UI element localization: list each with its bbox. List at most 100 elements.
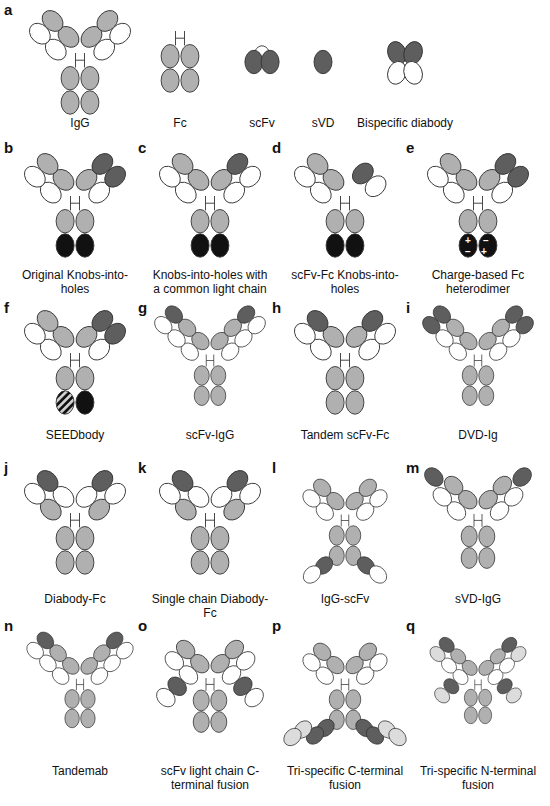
domain: [211, 386, 226, 406]
domain: [370, 319, 399, 348]
domain: [181, 69, 199, 92]
domain: [191, 551, 209, 574]
domain: [211, 712, 227, 733]
domain: [329, 690, 344, 710]
format-caption: IgG-scFv: [283, 592, 407, 606]
antibody-format: [314, 50, 332, 73]
hinge: [475, 680, 482, 690]
domain: [76, 234, 94, 257]
domain: [326, 391, 344, 414]
domain: [113, 639, 136, 662]
format-caption: Charge-based Fc heterodimer: [416, 268, 540, 296]
antibody-format: [384, 39, 425, 87]
format-caption: Tandemab: [18, 764, 142, 778]
domain: [299, 650, 323, 674]
domain: [479, 366, 494, 386]
domain: [20, 162, 49, 191]
domain: [211, 551, 229, 574]
domain: [181, 45, 199, 68]
panel-letter: c: [138, 140, 146, 156]
domain: [300, 562, 324, 586]
panel-letter: n: [4, 618, 13, 634]
format-caption: sVD: [293, 116, 353, 130]
domain: [346, 526, 361, 546]
domain: [235, 479, 264, 508]
domain: [193, 712, 209, 733]
domain: [76, 210, 94, 233]
domain: [211, 690, 227, 711]
format-caption: sVD-IgG: [416, 592, 540, 606]
domain: [429, 484, 455, 510]
hinge: [206, 355, 214, 367]
hinge: [176, 31, 185, 45]
domain: [366, 650, 390, 674]
domain: [56, 367, 74, 390]
domain: [81, 67, 99, 90]
domain: [401, 59, 426, 87]
panel-letter: o: [138, 618, 147, 634]
domain: [290, 162, 319, 191]
domain: [56, 551, 74, 574]
domain: [329, 526, 344, 546]
domain: [194, 366, 209, 386]
domain: [235, 162, 264, 191]
hinge: [71, 513, 80, 527]
hinge: [341, 679, 349, 691]
charge-sign: −: [465, 247, 471, 257]
domain: [513, 313, 537, 337]
domain: [211, 366, 226, 386]
panel-letter: e: [406, 140, 414, 156]
domain: [151, 313, 175, 337]
format-caption: Diabody-Fc: [13, 592, 137, 606]
domain: [314, 50, 332, 73]
domain: [56, 210, 74, 233]
antibody-format: [155, 466, 265, 574]
panel-letter: q: [406, 618, 415, 634]
domain: [385, 725, 409, 749]
format-caption: Fc: [140, 116, 220, 130]
domain: [326, 234, 344, 257]
hinge: [474, 355, 482, 367]
antibody-formats: [20, 6, 537, 749]
antibody-format: [20, 149, 130, 257]
antibody-format: [290, 149, 390, 257]
domain: [81, 709, 95, 728]
hinge: [474, 514, 482, 527]
domain: [461, 548, 477, 569]
domain: [346, 234, 364, 257]
antibody-format: [290, 306, 400, 414]
format-caption: scFv-Fc Knobs-into-holes: [283, 268, 407, 296]
hinge: [341, 196, 350, 210]
domain: [100, 162, 129, 191]
antibody-format: [419, 302, 537, 405]
antibody-format: [20, 306, 130, 414]
antibody-format: [153, 637, 267, 733]
domain: [299, 486, 323, 510]
domain: [503, 685, 524, 706]
hinge: [76, 679, 83, 691]
domain: [509, 464, 535, 490]
charge-sign: −: [483, 236, 489, 246]
domain: [346, 210, 364, 233]
domain: [105, 19, 134, 48]
domain: [346, 367, 364, 390]
antibody-format: [155, 149, 265, 257]
domain: [423, 162, 452, 191]
domain: [25, 19, 54, 48]
domain: [20, 479, 49, 508]
format-caption: IgG: [40, 116, 120, 130]
panel-letter: i: [406, 300, 410, 316]
charge-sign: +: [481, 247, 487, 257]
antibody-format: [427, 634, 529, 723]
domain: [76, 551, 94, 574]
domain: [245, 313, 269, 337]
domain: [211, 210, 229, 233]
charge-sign: +: [465, 236, 471, 246]
domain: [155, 479, 184, 508]
hinge: [206, 678, 214, 691]
domain: [211, 234, 229, 257]
domain: [23, 639, 46, 662]
format-caption: Bispecific diabody: [343, 116, 467, 130]
panel-letter: b: [4, 140, 13, 156]
antibody-format: [421, 464, 535, 568]
